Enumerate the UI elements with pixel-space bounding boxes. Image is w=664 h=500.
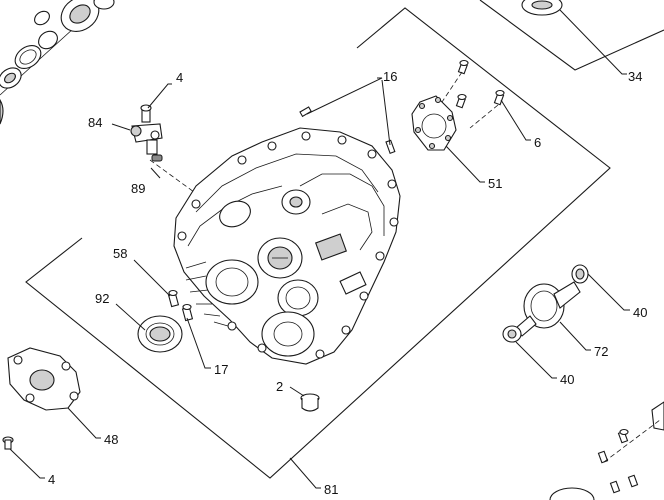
callout-92: 92 [95,291,109,306]
callout-48: 48 [104,432,118,447]
bolts-58-17 [167,289,194,322]
top-left-shaft-parts [0,0,115,125]
sensor-fitting-84 [130,104,206,201]
callout-16: 16 [383,69,397,84]
seal-92 [137,315,183,353]
callout-40-lower: 40 [560,372,574,387]
dowel-pins-16 [299,106,396,154]
callout-51: 51 [488,176,502,191]
bolts-6 [439,59,505,129]
gear-34 [521,0,563,16]
cover-48 [7,347,81,411]
housing-assembly-boundary [25,7,611,479]
callout-labels: 34 4 16 84 6 89 51 58 92 40 72 17 40 2 4… [48,69,647,497]
cover-plate-51 [411,95,457,151]
drain-plug-2 [300,393,320,412]
callout-17: 17 [214,362,228,377]
upper-assembly-boundary [479,0,664,71]
callout-4-top: 4 [176,70,183,85]
callout-34: 34 [628,69,642,84]
callout-89: 89 [131,181,145,196]
gearbox-housing [173,127,401,365]
leader-lines [9,9,630,489]
bolt-4-bottom [2,436,14,450]
callout-84: 84 [88,115,102,130]
callout-6: 6 [534,135,541,150]
callout-58: 58 [113,246,127,261]
callout-40-upper: 40 [633,305,647,320]
callout-4-bottom: 4 [48,472,55,487]
bottom-right-parts [549,401,664,500]
callout-72: 72 [594,344,608,359]
callout-81: 81 [324,482,338,497]
gear-shaft-72 [502,264,589,343]
callout-2: 2 [276,379,283,394]
